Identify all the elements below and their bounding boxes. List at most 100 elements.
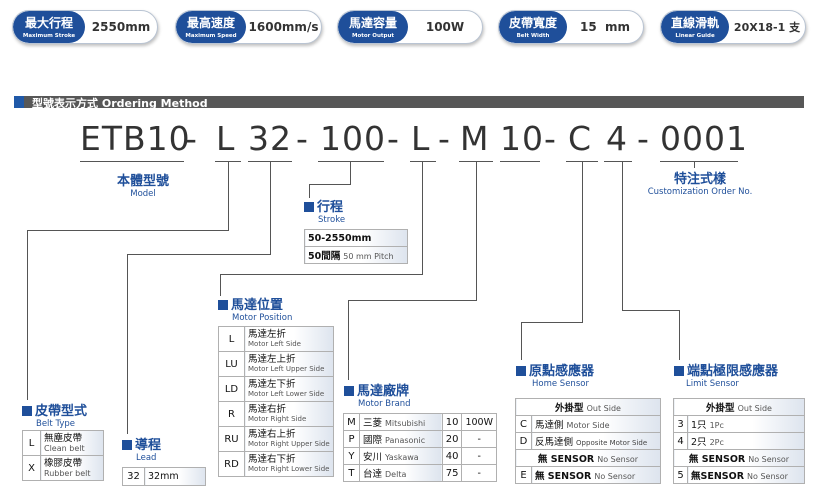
spec-label: 直線滑軌 Linear Guide: [661, 11, 729, 43]
code-home-sensor: C: [568, 119, 593, 158]
connector: [27, 230, 28, 400]
code-custom: 0001: [660, 119, 748, 158]
section-accent: [14, 96, 24, 108]
ls-code: 5: [673, 466, 688, 484]
spec-max-stroke: 最大行程 Maximum Stroke 2550mm: [12, 10, 158, 44]
motor-brand-table: M 三菱 Mitsubishi 10 100W P 國際 Panasonic 2…: [343, 413, 497, 482]
code-dash: -: [438, 119, 451, 158]
hs-zh: 反馬達側: [535, 437, 574, 448]
mb-zh: 台達: [362, 469, 382, 480]
hs-desc: 無 SENSOR No Sensor: [531, 466, 661, 484]
mb-brand: 三菱 Mitsubishi: [358, 413, 443, 431]
mp-en: Motor Left Side: [248, 340, 301, 348]
ls-zh: 無 SENSOR: [688, 454, 746, 465]
table-row: 50間隔 50 mm Pitch: [304, 246, 408, 264]
connector: [27, 230, 229, 231]
code-lead: 32: [248, 119, 292, 158]
connector: [220, 274, 221, 296]
table-row: 無 SENSOR No Sensor: [515, 449, 661, 467]
motor-brand-heading-en: Motor Brand: [358, 399, 411, 409]
connector: [622, 162, 623, 310]
bullet-square: [218, 300, 228, 310]
mb-zh: 安川: [362, 452, 382, 463]
spec-label-zh: 最大行程: [24, 16, 73, 30]
bullet-square: [344, 386, 354, 396]
stroke-pitch-cell: 50間隔 50 mm Pitch: [304, 246, 408, 264]
underline: [459, 161, 493, 162]
code-dash: -: [185, 119, 198, 158]
connector: [348, 300, 477, 301]
bullet-square: [674, 366, 684, 376]
code-model: ETB10: [80, 119, 191, 158]
underline: [604, 161, 632, 162]
hs-zh: 無 SENSOR: [535, 471, 592, 482]
hs-desc: 馬達側 Motor Side: [531, 415, 661, 433]
mb-output: -: [461, 447, 497, 465]
table-row: 3 1只 1Pc: [673, 415, 805, 433]
table-row: 外掛型 Out Side: [515, 398, 661, 416]
underline: [248, 161, 292, 162]
spec-label: 皮帶寬度 Belt Width: [499, 11, 567, 43]
limit-sensor-table: 外掛型 Out Side 3 1只 1Pc 4 2只 2Pc 無 SENSOR …: [673, 398, 805, 484]
underline: [660, 161, 738, 162]
connector: [521, 322, 522, 360]
ls-desc: 無SENSOR No Sensor: [687, 466, 805, 484]
table-row: 32 32mm: [122, 467, 206, 486]
table-row: T 台達 Delta 75 -: [343, 464, 497, 482]
spec-label-zh: 最高速度: [186, 16, 235, 30]
belt-zh: 無塵皮帶: [44, 433, 83, 444]
motor-brand-heading-zh: 馬達廠牌: [357, 384, 410, 399]
spec-motor-output: 馬達容量 Motor Output 100W: [337, 10, 483, 44]
bullet-square: [304, 202, 314, 212]
spec-label-en: Linear Guide: [675, 33, 715, 39]
belt-heading-en: Belt Type: [36, 419, 75, 429]
ls-zh: 2只: [691, 437, 707, 448]
spec-belt-width: 皮帶寬度 Belt Width 15 mm: [498, 10, 644, 44]
mp-en: Motor Right Lower Side: [248, 465, 330, 473]
code-dash: -: [296, 119, 309, 158]
stroke-pitch-zh: 50間隔: [308, 251, 341, 262]
mp-en: Motor Left Lower Side: [248, 390, 325, 398]
mb-zh: 三菱: [362, 418, 382, 429]
ls-zh: 1只: [691, 420, 707, 431]
spec-value: 100W: [425, 20, 465, 34]
home-sensor-heading: 原點感應器 Home Sensor: [516, 360, 594, 389]
mp-code: LD: [218, 376, 245, 402]
table-row: D 反馬達側 Opposite Motor Side: [515, 432, 661, 450]
table-row: 5 無SENSOR No Sensor: [673, 466, 805, 484]
limit-sensor-heading-zh: 端點極限感應器: [687, 364, 779, 379]
mb-brand: 安川 Yaskawa: [358, 447, 443, 465]
mb-code: P: [343, 430, 360, 448]
spec-label: 最高速度 Maximum Speed: [176, 11, 246, 43]
mp-code: R: [218, 401, 245, 427]
custom-heading-en: Customization Order No.: [647, 187, 753, 197]
code-motor-position: L: [411, 119, 431, 158]
mp-zh: 馬達左下折: [248, 379, 296, 390]
code-dash: -: [637, 119, 650, 158]
mb-en: Mitsubishi: [385, 419, 426, 428]
belt-en: Rubber belt: [44, 469, 91, 478]
belt-zh: 橡膠皮帶: [44, 458, 83, 469]
spec-label-zh: 直線滑軌: [670, 16, 719, 30]
stroke-range-cell: 50-2550mm: [304, 229, 408, 247]
mp-code: LU: [218, 351, 245, 377]
mp-code: L: [218, 326, 245, 352]
mb-code: M: [343, 413, 360, 431]
connector: [228, 162, 229, 230]
motor-position-heading-en: Motor Position: [232, 313, 293, 323]
motor-brand-heading: 馬達廠牌 Motor Brand: [344, 380, 411, 409]
connector: [422, 162, 423, 274]
ls-en: 2Pc: [709, 438, 724, 447]
table-row: 4 2只 2Pc: [673, 432, 805, 450]
hs-en: No Sensor: [597, 455, 639, 464]
code-motor-brand: M: [460, 119, 490, 158]
